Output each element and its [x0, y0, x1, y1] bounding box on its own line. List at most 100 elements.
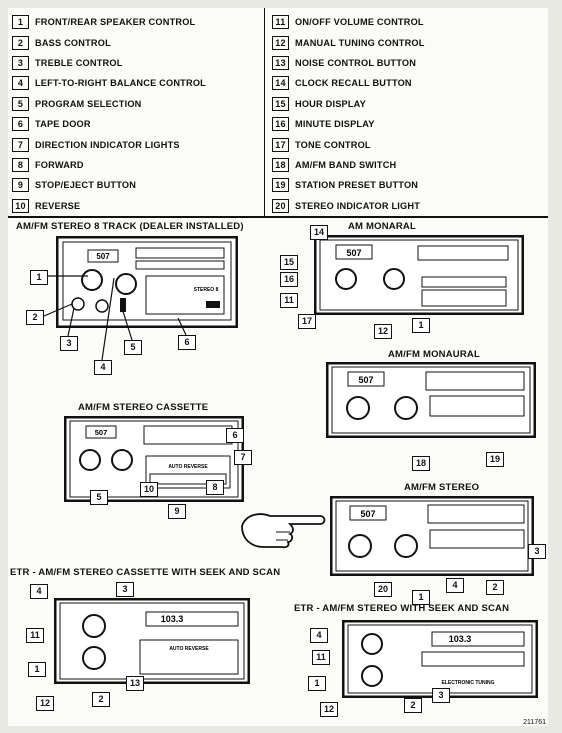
legend-column-left: 1 FRONT/REAR SPEAKER CONTROL 2 BASS CONTROL…: [12, 12, 206, 216]
legend-number: 14: [272, 76, 289, 91]
callout-2c: 2: [92, 692, 110, 707]
radio-etr-cassette: 103.3 AUTO REVERSE: [53, 597, 251, 689]
callout-1: 1: [30, 270, 48, 285]
cassette-display: 507: [95, 428, 108, 437]
legend-number: 12: [272, 35, 289, 50]
legend-number: 4: [12, 76, 29, 91]
legend-number: 18: [272, 157, 289, 172]
title-am-monaural: AM MONARAL: [348, 221, 416, 232]
radio-eight-track: 507 STEREO 8: [55, 235, 239, 333]
title-eight-track: AM/FM STEREO 8 TRACK (DEALER INSTALLED): [16, 221, 244, 232]
callout-2: 2: [26, 310, 44, 325]
callout-20: 20: [374, 582, 392, 597]
etr-stereo-display: 103.3: [449, 634, 472, 644]
legend-number: 8: [12, 157, 29, 172]
legend-item: 1 FRONT/REAR SPEAKER CONTROL: [12, 12, 206, 32]
etr-cassette-panel-text: AUTO REVERSE: [169, 646, 209, 652]
legend-label: BASS CONTROL: [35, 37, 111, 48]
etr-stereo-panel-text: ELECTRONIC TUNING: [441, 680, 494, 686]
legend-number: 17: [272, 137, 289, 152]
callout-1c: 1: [412, 590, 430, 605]
radio-am-fm-stereo: 507: [329, 495, 535, 581]
legend-item: 2 BASS CONTROL: [12, 32, 206, 52]
callout-14: 14: [310, 225, 328, 240]
callout-17: 17: [298, 314, 316, 329]
callout-2d: 2: [404, 698, 422, 713]
radio-am-monaural: 507: [313, 234, 525, 320]
am-fm-monaural-display: 507: [358, 375, 373, 385]
figure-code: 211761: [523, 719, 546, 726]
title-etr-stereo: ETR - AM/FM STEREO WITH SEEK AND SCAN: [294, 603, 510, 614]
legend-number: 7: [12, 137, 29, 152]
callout-11c: 11: [312, 650, 330, 665]
callout-11b: 11: [26, 628, 44, 643]
legend-item: 4 LEFT-TO-RIGHT BALANCE CONTROL: [12, 73, 206, 93]
callout-1b: 1: [412, 318, 430, 333]
legend-number: 13: [272, 55, 289, 70]
eight-track-display: 507: [96, 252, 110, 261]
legend-number: 16: [272, 117, 289, 132]
legend-item: 17 TONE CONTROL: [272, 134, 425, 154]
legend-bottom-rule: [8, 216, 548, 218]
legend-item: 3 TREBLE CONTROL: [12, 53, 206, 73]
legend-item: 7 DIRECTION INDICATOR LIGHTS: [12, 134, 206, 154]
title-am-fm-monaural: AM/FM MONAURAL: [388, 349, 480, 360]
legend-number: 3: [12, 55, 29, 70]
callout-4: 4: [94, 360, 112, 375]
callout-1d: 1: [28, 662, 46, 677]
title-etr-cassette: ETR - AM/FM STEREO CASSETTE WITH SEEK AN…: [10, 567, 281, 578]
legend-label: TONE CONTROL: [295, 139, 371, 150]
legend-number: 20: [272, 198, 289, 213]
am-monaural-display: 507: [346, 248, 361, 258]
callout-3c: 3: [116, 582, 134, 597]
legend-label: HOUR DISPLAY: [295, 98, 366, 109]
diagram-page: 1 FRONT/REAR SPEAKER CONTROL 2 BASS CONTROL…: [8, 8, 548, 726]
etr-cassette-display: 103.3: [161, 614, 184, 624]
legend-item: 6 TAPE DOOR: [12, 114, 206, 134]
legend-number: 11: [272, 15, 289, 30]
legend-label: FRONT/REAR SPEAKER CONTROL: [35, 17, 196, 28]
callout-4c: 4: [30, 584, 48, 599]
legend-item: 8 FORWARD: [12, 155, 206, 175]
callout-3d: 3: [432, 688, 450, 703]
title-cassette: AM/FM STEREO CASSETTE: [78, 402, 209, 413]
legend-item: 12 MANUAL TUNING CONTROL: [272, 32, 425, 52]
callout-3: 3: [60, 336, 78, 351]
callout-1e: 1: [308, 676, 326, 691]
legend-number: 5: [12, 96, 29, 111]
callout-15: 15: [280, 255, 298, 270]
callout-9: 9: [168, 504, 186, 519]
title-am-fm-stereo: AM/FM STEREO: [404, 482, 480, 493]
legend-number: 2: [12, 35, 29, 50]
callout-11: 11: [280, 293, 298, 308]
legend-label: FORWARD: [35, 159, 84, 170]
legend-number: 1: [12, 15, 29, 30]
callout-2b: 2: [486, 580, 504, 595]
radio-etr-stereo: 103.3 ELECTRONIC TUNING: [341, 619, 539, 703]
legend-label: TAPE DOOR: [35, 119, 91, 130]
callout-10: 10: [140, 482, 158, 497]
am-fm-stereo-display: 507: [360, 509, 375, 519]
legend-label: DIRECTION INDICATOR LIGHTS: [35, 139, 180, 150]
callout-8: 8: [206, 480, 224, 495]
callout-4d: 4: [310, 628, 328, 643]
callout-5: 5: [124, 340, 142, 355]
legend-number: 19: [272, 178, 289, 193]
legend-label: MANUAL TUNING CONTROL: [295, 37, 425, 48]
legend-label: LEFT-TO-RIGHT BALANCE CONTROL: [35, 78, 206, 89]
callout-6b: 6: [226, 428, 244, 443]
callout-16: 16: [280, 272, 298, 287]
callout-19: 19: [486, 452, 504, 467]
legend-label: TREBLE CONTROL: [35, 57, 123, 68]
legend-divider: [264, 8, 265, 216]
pointing-hand-icon: [241, 513, 326, 549]
legend-number: 6: [12, 117, 29, 132]
callout-12c: 12: [320, 702, 338, 717]
